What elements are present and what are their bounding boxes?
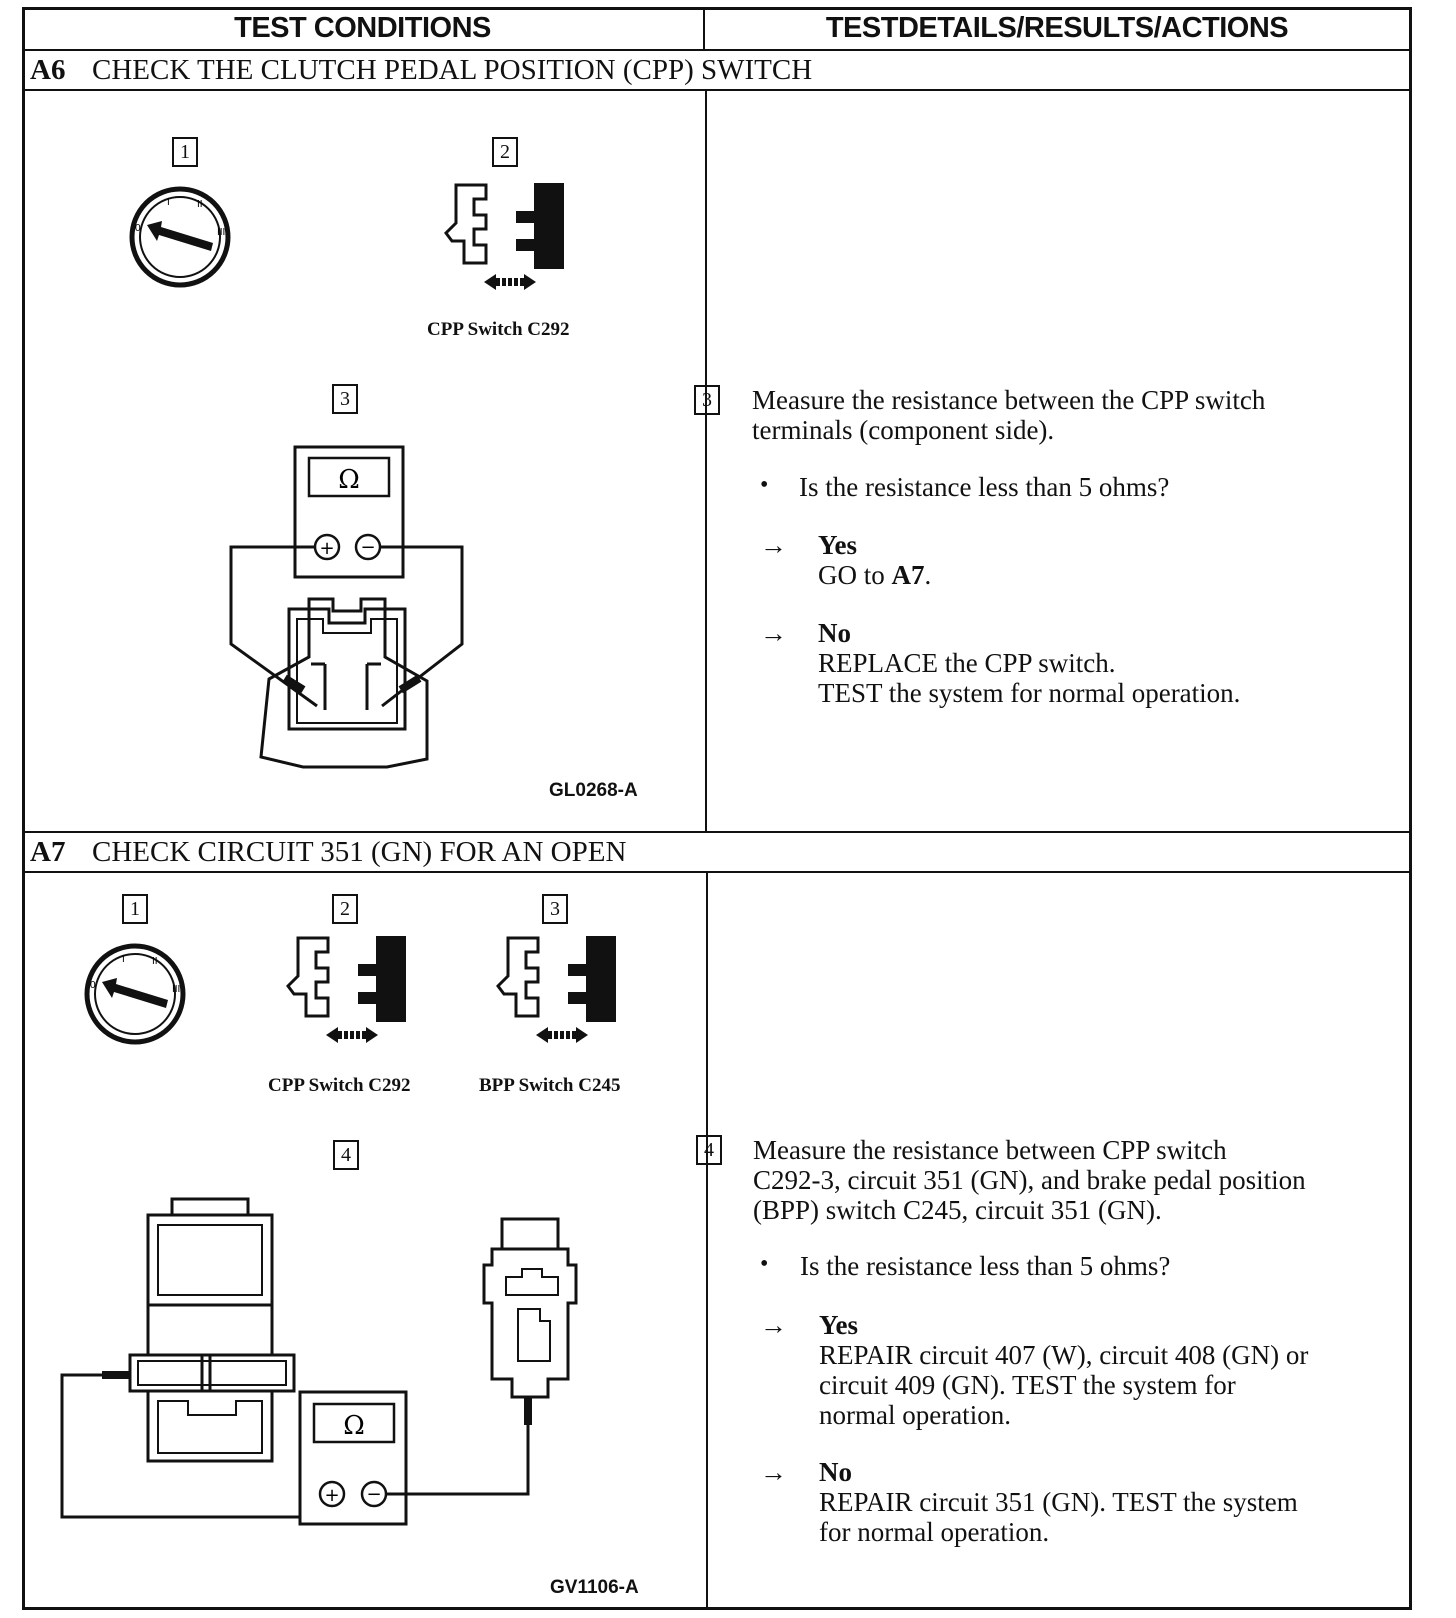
section-title-text: CHECK THE CLUTCH PEDAL POSITION (CPP) SW… <box>92 53 813 86</box>
section-id: A7 <box>30 835 66 868</box>
a6-title-divider <box>22 89 1412 91</box>
step-marker-2: 2 <box>332 894 358 924</box>
step-marker-4: 4 <box>333 1140 359 1170</box>
svg-text:0: 0 <box>90 980 96 991</box>
question-text: Is the resistance less than 5 ohms? <box>800 1251 1171 1281</box>
ohm-symbol: Ω <box>338 465 360 495</box>
detail-step-marker: 4 <box>696 1135 722 1165</box>
section-a7-title: A7 CHECK CIRCUIT 351 (GN) FOR AN OPEN <box>22 831 1412 873</box>
header-test-conditions: TEST CONDITIONS <box>234 11 491 44</box>
ignition-switch-icon: 0 I II III <box>84 943 186 1045</box>
yes-action-suffix: . <box>924 560 932 590</box>
connector-body-icon <box>482 1217 578 1425</box>
cpp-connector-caption: CPP Switch C292 <box>268 1075 411 1096</box>
step-marker-1: 1 <box>172 137 198 167</box>
no-action-line-1: REPLACE the CPP switch. <box>818 648 1116 678</box>
yes-action-line-2: circuit 409 (GN). TEST the system for <box>819 1370 1236 1400</box>
section-title-text: CHECK CIRCUIT 351 (GN) FOR AN OPEN <box>92 835 627 868</box>
instruction-line-2: C292-3, circuit 351 (GN), and brake peda… <box>753 1165 1306 1195</box>
bullet: • <box>760 1251 769 1277</box>
ignition-switch-icon: 0 I II III <box>129 186 231 288</box>
step-marker-2: 2 <box>492 137 518 167</box>
yes-action-line-3: normal operation. <box>819 1400 1011 1430</box>
yes-action-line-1: REPAIR circuit 407 (W), circuit 408 (GN)… <box>819 1340 1309 1370</box>
table-border-left <box>22 7 25 1610</box>
question-text: Is the resistance less than 5 ohms? <box>799 472 1170 502</box>
yes-action-target: A7 <box>891 560 925 590</box>
bpp-connector-caption: BPP Switch C245 <box>479 1075 621 1096</box>
svg-text:III: III <box>217 227 225 238</box>
svg-text:II: II <box>197 199 203 210</box>
a6-col-divider <box>705 89 707 831</box>
yes-label: Yes <box>819 1310 858 1340</box>
bullet: • <box>760 472 769 498</box>
instruction-line-2: terminals (component side). <box>752 415 1055 445</box>
a7-title-divider <box>22 871 1412 873</box>
header-test-details: TESTDETAILS/RESULTS/ACTIONS <box>825 11 1289 44</box>
circuit-diagram: Ω + − <box>60 1197 578 1526</box>
no-action-line-2: for normal operation. <box>819 1517 1050 1547</box>
svg-text:0: 0 <box>135 223 141 234</box>
svg-text:+: + <box>324 1485 339 1506</box>
table-border-top <box>22 7 1412 10</box>
yes-action: GO to A7. <box>818 560 931 590</box>
connector-caption: CPP Switch C292 <box>427 319 570 340</box>
header-col-divider <box>703 7 705 49</box>
ohmmeter-icon: Ω + − <box>298 1390 408 1526</box>
arrow-icon: → <box>760 1457 787 1487</box>
section-a6-title: A6 CHECK THE CLUTCH PEDAL POSITION (CPP)… <box>22 49 1412 91</box>
yes-label: Yes <box>818 530 857 560</box>
switch-body-icon <box>102 1197 296 1463</box>
svg-text:+: + <box>319 538 334 559</box>
svg-text:I: I <box>122 954 125 965</box>
instruction-line-1: Measure the resistance between the CPP s… <box>752 385 1266 415</box>
svg-text:III: III <box>172 984 180 995</box>
procedure-table: TEST CONDITIONS TESTDETAILS/RESULTS/ACTI… <box>22 7 1412 1612</box>
svg-text:−: − <box>366 1484 381 1505</box>
no-action-line-2: TEST the system for normal operation. <box>818 678 1241 708</box>
figure-code: GL0268-A <box>549 780 638 801</box>
svg-text:II: II <box>152 956 158 967</box>
svg-text:−: − <box>360 537 375 558</box>
no-label: No <box>819 1457 852 1487</box>
ohmmeter-icon: Ω + − <box>229 445 464 769</box>
yes-action-prefix: GO to <box>818 560 892 590</box>
section-id: A6 <box>30 53 66 86</box>
arrow-icon: → <box>760 618 787 648</box>
a7-col-divider <box>706 871 708 1608</box>
instruction-line-1: Measure the resistance between CPP switc… <box>753 1135 1227 1165</box>
table-border-bottom <box>22 1607 1412 1610</box>
detail-step-marker: 3 <box>694 385 720 415</box>
no-label: No <box>818 618 851 648</box>
arrow-icon: → <box>760 1310 787 1340</box>
connector-disconnect-icon <box>286 936 406 1043</box>
connector-disconnect-icon <box>444 183 564 290</box>
a7-top-divider <box>22 831 1412 833</box>
no-action-line-1: REPAIR circuit 351 (GN). TEST the system <box>819 1487 1298 1517</box>
table-border-right <box>1409 7 1412 1610</box>
instruction-line-3: (BPP) switch C245, circuit 351 (GN). <box>753 1195 1162 1225</box>
svg-text:I: I <box>167 197 170 208</box>
figure-code: GV1106-A <box>550 1577 639 1598</box>
arrow-icon: → <box>760 530 787 560</box>
step-marker-1: 1 <box>122 894 148 924</box>
header-divider <box>22 49 1412 51</box>
step-marker-3: 3 <box>332 384 358 414</box>
connector-disconnect-icon <box>496 936 616 1043</box>
ohm-symbol: Ω <box>343 1411 365 1441</box>
step-marker-3: 3 <box>542 894 568 924</box>
